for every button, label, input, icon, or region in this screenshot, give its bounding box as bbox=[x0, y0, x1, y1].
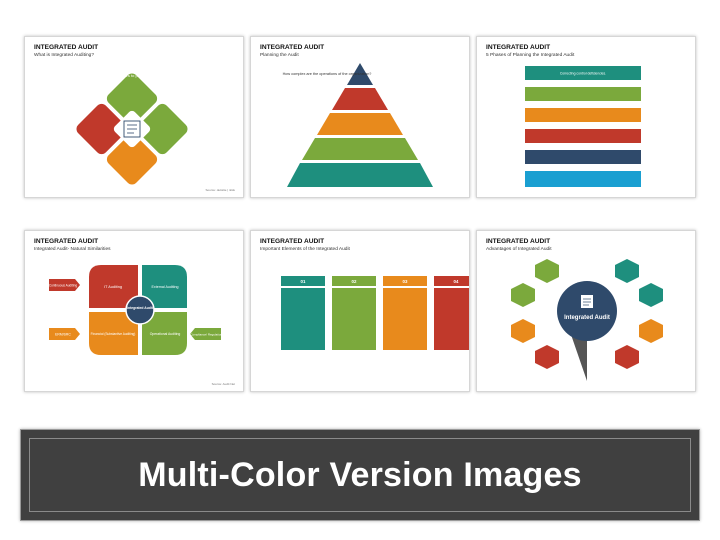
slide-subtitle: What is Integrated Auditing? bbox=[34, 53, 94, 58]
slide-thumbnail-what-is-integrated-auditing[interactable]: INTEGRATED AUDIT What is Integrated Audi… bbox=[24, 36, 244, 198]
audit-document-icon bbox=[581, 295, 593, 308]
slide-title: INTEGRATED AUDIT bbox=[34, 44, 99, 51]
slide-subtitle: Planning the Audit bbox=[260, 53, 299, 58]
banner-frame: Multi-Color Version Images bbox=[29, 438, 691, 512]
slide-title: INTEGRATED AUDIT bbox=[486, 238, 551, 245]
slide-subtitle: 5 Phases of Planning the Integrated Audi… bbox=[486, 53, 575, 58]
quadrant-diagram: Integrated Audit IT Auditing External Au… bbox=[49, 265, 224, 355]
element-number: 04 bbox=[454, 279, 459, 284]
slide-subtitle: Advantages of Integrated Audit bbox=[486, 247, 552, 252]
slide-thumbnail-natural-similarities[interactable]: INTEGRATED AUDIT Integrated Audit- Natur… bbox=[24, 230, 244, 392]
slide-thumbnail-advantages[interactable]: INTEGRATED AUDIT Advantages of Integrate… bbox=[476, 230, 696, 392]
quad-label: External Auditing bbox=[152, 285, 179, 289]
quad-label: Financial (Substantive Auditing) bbox=[91, 332, 136, 336]
slide-title: INTEGRATED AUDIT bbox=[260, 44, 325, 51]
pyramid-diagram: How complex are the operations of the or… bbox=[283, 63, 433, 187]
svg-text:Correcting control deficiencie: Correcting control deficiencies. bbox=[560, 72, 606, 76]
quad-label: IT Auditing bbox=[104, 285, 122, 289]
svg-text:Training and IT Auditors to pe: Training and IT Auditors to perform inte… bbox=[88, 73, 177, 78]
tag-label: Compliance/ Regulations bbox=[190, 333, 224, 337]
advantages-hexagon-diagram: Integrated Audit bbox=[511, 259, 663, 381]
element-number: 03 bbox=[403, 279, 408, 284]
pyramid-question: How complex are the operations of the or… bbox=[283, 72, 372, 76]
banner: Multi-Color Version Images bbox=[20, 429, 700, 521]
slide-thumbnail-important-elements[interactable]: INTEGRATED AUDIT Important Elements of t… bbox=[250, 230, 470, 392]
phase-text: Correcting control deficiencies. bbox=[560, 72, 606, 76]
box-text: Training and IT Auditors to perform inte… bbox=[88, 73, 177, 78]
element-number: 01 bbox=[301, 279, 306, 284]
slide-subtitle: Integrated Audit- Natural Similarities bbox=[34, 247, 111, 252]
phases-stack-diagram: Correcting control deficiencies. bbox=[525, 66, 641, 187]
slide-thumbnail-planning-the-audit[interactable]: INTEGRATED AUDIT Planning the Audit How … bbox=[250, 36, 470, 198]
diamond-diagram: Training and IT Auditors to perform inte… bbox=[76, 73, 188, 185]
slide-thumbnail-five-phases[interactable]: INTEGRATED AUDIT 5 Phases of Planning th… bbox=[476, 36, 696, 198]
quad-label: Operational Auditing bbox=[150, 332, 181, 336]
tag-label: ERM/SRC bbox=[55, 333, 71, 337]
slide-subtitle: Important Elements of the Integrated Aud… bbox=[260, 247, 350, 252]
slide-title: INTEGRATED AUDIT bbox=[260, 238, 325, 245]
slide-title: INTEGRATED AUDIT bbox=[486, 44, 551, 51]
banner-title: Multi-Color Version Images bbox=[138, 455, 582, 494]
elements-cards: 01 02 03 04 bbox=[281, 276, 469, 350]
center-label: Integrated Audit bbox=[564, 315, 610, 321]
audit-document-icon bbox=[123, 120, 141, 138]
element-number: 02 bbox=[352, 279, 357, 284]
center-label: Integrated Audit bbox=[127, 306, 154, 310]
slide-source: Source: Audit Net bbox=[211, 382, 235, 386]
slide-source: Source: deloitte | nitsk bbox=[205, 188, 235, 192]
slide-title: INTEGRATED AUDIT bbox=[34, 238, 99, 245]
tag-label: Continuous Auditing bbox=[49, 284, 78, 288]
